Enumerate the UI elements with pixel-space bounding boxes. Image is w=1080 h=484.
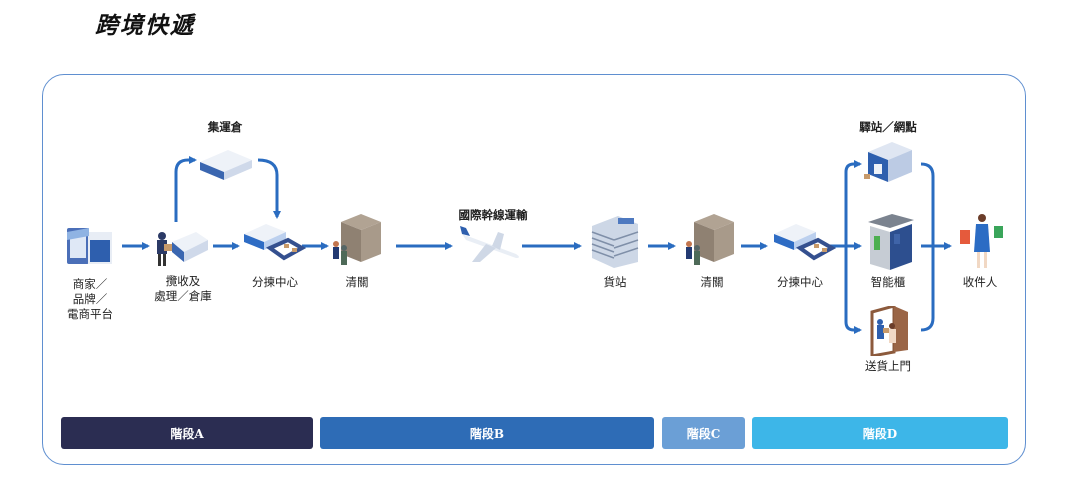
door-delivery-icon (870, 306, 908, 356)
merchant-label-line: 電商平台 (67, 307, 113, 321)
merchant-label-line: 品牌／ (72, 292, 108, 306)
cargo-station-label: 貨站 (603, 275, 627, 289)
sorting-center-label: 分揀中心 (777, 275, 823, 289)
consolidation-warehouse-icon (200, 150, 252, 180)
customs-label: 清關 (345, 275, 369, 289)
arrow (844, 246, 862, 334)
arrow (257, 158, 281, 219)
store-icon (67, 228, 112, 264)
sorting-center-icon (244, 224, 306, 261)
stage-b-bar: 階段B (320, 417, 654, 449)
consolidation-label: 集運倉 (207, 120, 243, 134)
stage-d-bar: 階段D (752, 417, 1008, 449)
arrow (828, 160, 862, 248)
post-station-label: 驛站／網點 (859, 120, 917, 134)
customs-icon (686, 214, 734, 265)
cargo-station-icon (591, 216, 639, 268)
customs-label: 清關 (700, 275, 724, 289)
smart-locker-icon (868, 214, 914, 270)
airline-label: 國際幹線運輸 (458, 208, 528, 222)
stage-c-bar: 階段C (662, 417, 745, 449)
merchant-label-line: 商家／ (72, 277, 108, 291)
stage-a-bar: 階段A (61, 417, 313, 449)
courier-warehouse-icon (157, 232, 208, 266)
collect-label: 攬收及 處理／倉庫 (154, 274, 212, 304)
collect-label-line: 處理／倉庫 (154, 289, 212, 303)
page-title: 跨境快遞 (95, 12, 195, 39)
arrow (174, 156, 197, 222)
diagram-frame (42, 74, 1026, 465)
receiver-label: 收件人 (962, 275, 998, 289)
receiver-icon (960, 214, 1003, 268)
customs-icon (333, 214, 381, 265)
post-station-icon (864, 142, 912, 182)
smart-locker-label: 智能櫃 (870, 275, 906, 289)
door-delivery-label: 送貨上門 (865, 359, 911, 373)
merchant-label: 商家／ 品牌／ 電商平台 (67, 277, 113, 322)
sorting-center-label: 分揀中心 (252, 275, 298, 289)
airplane-icon (460, 226, 519, 262)
collect-label-line: 攬收及 (165, 274, 201, 288)
sorting-center-icon (774, 224, 836, 261)
